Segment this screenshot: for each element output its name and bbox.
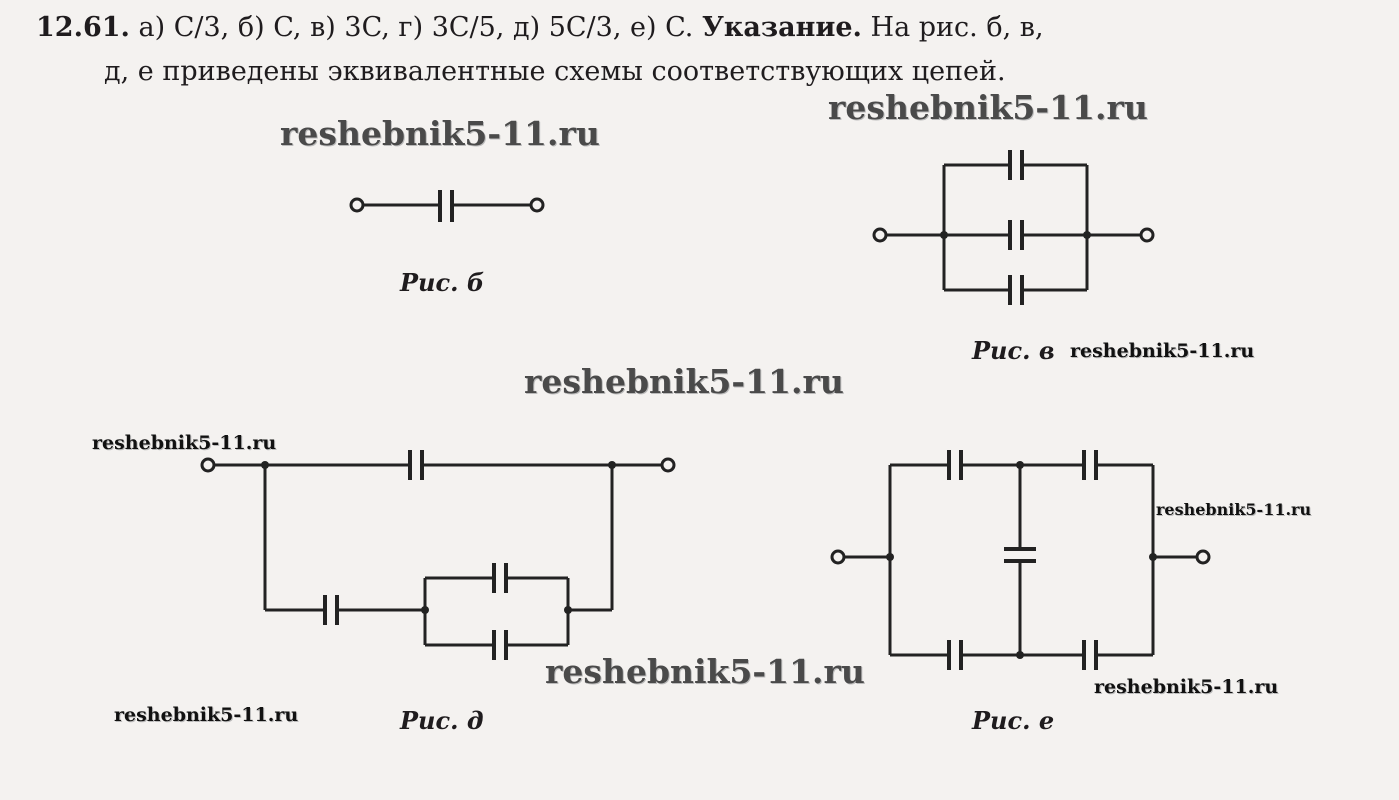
watermark: reshebnik5-11.ru (828, 88, 1148, 127)
terminal (349, 197, 365, 213)
hint-label: Указание. (701, 12, 862, 43)
watermark: reshebnik5-11.ru (545, 652, 865, 691)
circuit-v (872, 150, 1155, 305)
figure-caption-d: Рис. д (400, 706, 484, 735)
answer-values: а) C/3, б) C, в) 3C, г) 3C/5, д) 5C/3, е… (129, 12, 702, 43)
terminal (529, 197, 545, 213)
problem-number: 12.61. (36, 12, 130, 43)
figure-caption-b: Рис. б (400, 268, 485, 297)
watermark: reshebnik5-11.ru (1156, 500, 1312, 519)
circuit-d (200, 450, 676, 660)
figure-caption-e: Рис. е (972, 706, 1055, 735)
circuit-b (349, 190, 545, 222)
watermark: reshebnik5-11.ru (1094, 676, 1279, 698)
answer-line-2: д, е приведены эквивалентные схемы соотв… (104, 56, 1006, 87)
answer-line-1: 12.61. а) C/3, б) C, в) 3C, г) 3C/5, д) … (36, 12, 1044, 43)
figure-caption-v: Рис. в (972, 336, 1055, 365)
watermark: reshebnik5-11.ru (280, 114, 600, 153)
watermark: reshebnik5-11.ru (114, 704, 299, 726)
circuit-e (830, 450, 1211, 670)
watermark: reshebnik5-11.ru (524, 362, 844, 401)
watermark: reshebnik5-11.ru (1070, 340, 1255, 362)
watermark: reshebnik5-11.ru (92, 432, 277, 454)
answer-tail: На рис. б, в, (861, 12, 1044, 43)
